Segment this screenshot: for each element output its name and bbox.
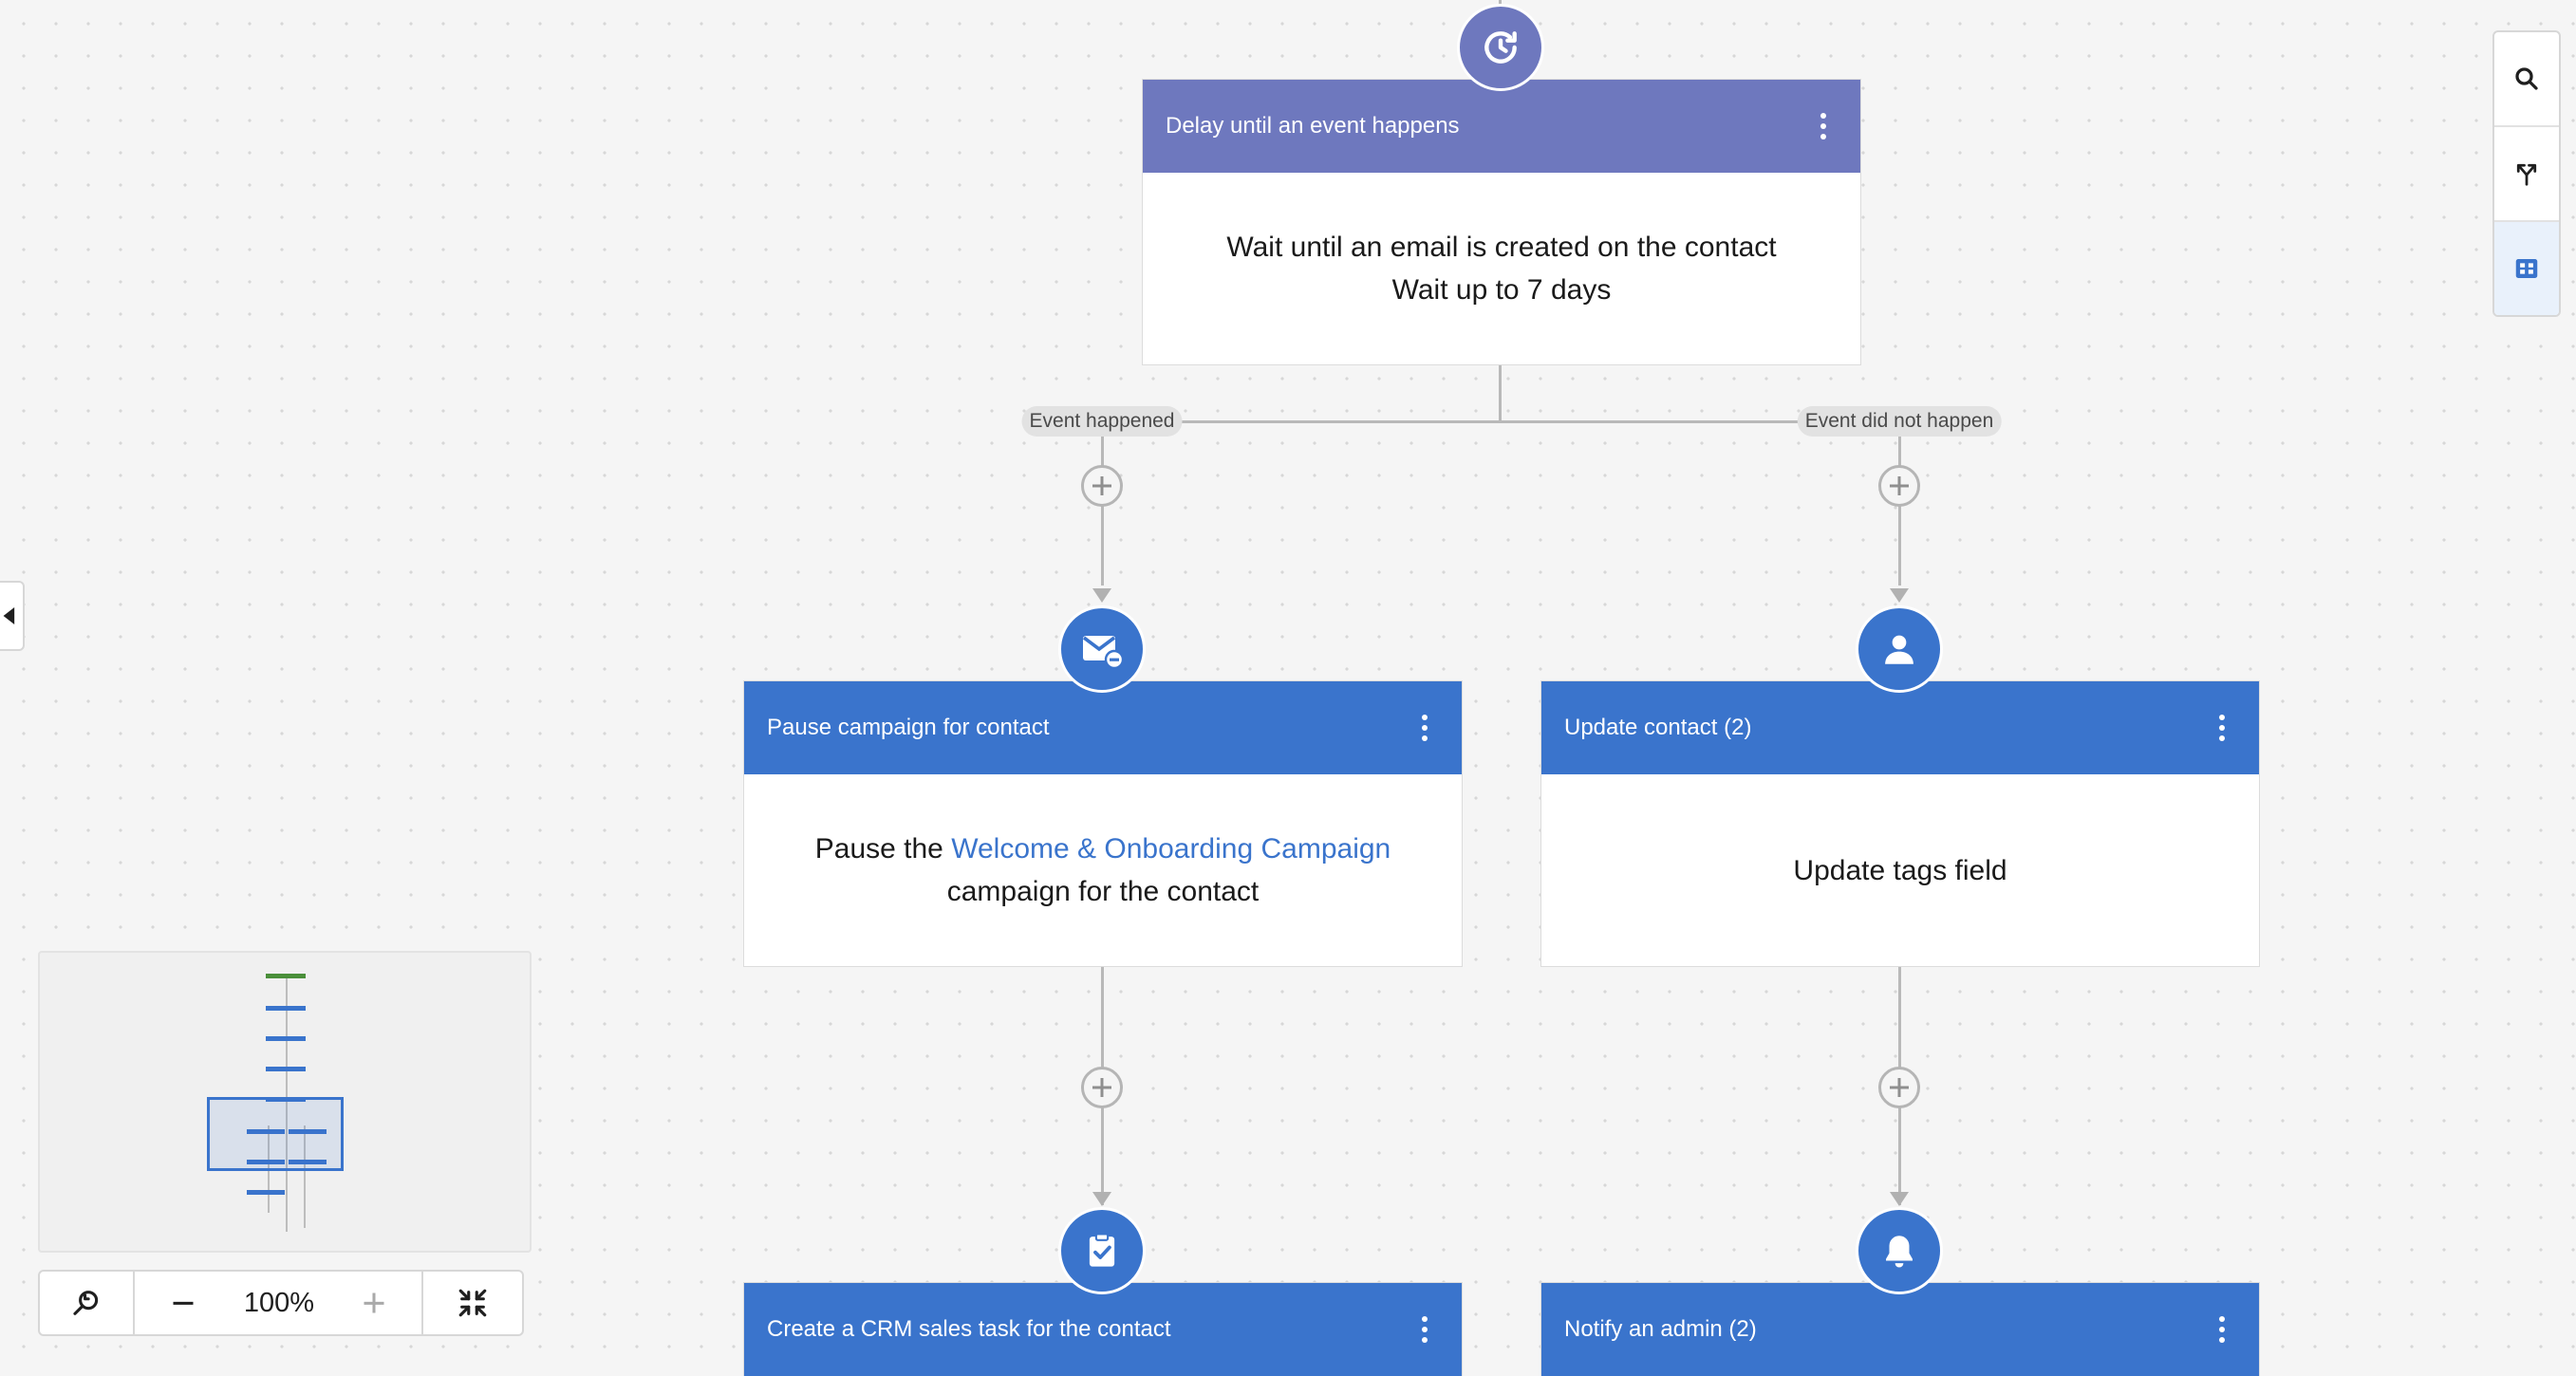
notify-admin-node-card[interactable]: Notify an admin (2) <box>1541 1283 2259 1376</box>
delay-node-title: Delay until an event happens <box>1166 113 1460 139</box>
zoom-in-button[interactable] <box>327 1272 421 1334</box>
connector-left-arrow <box>1092 588 1111 603</box>
bell-icon <box>1856 1207 1943 1294</box>
clock-rotate-icon <box>1457 4 1544 91</box>
notify-admin-node-title: Notify an admin (2) <box>1564 1316 1757 1342</box>
pause-campaign-node-card[interactable]: Pause campaign for contact Pause the Wel… <box>744 681 1462 966</box>
zoom-level: 100% <box>243 1287 315 1318</box>
delay-node-duration: Wait up to 7 days <box>1391 274 1612 306</box>
caret-left-icon <box>3 607 15 624</box>
email-pause-icon <box>1058 605 1146 693</box>
pause-campaign-prefix: Pause the <box>814 833 952 865</box>
search-icon <box>2515 67 2538 90</box>
minimap-viewport[interactable] <box>207 1097 344 1171</box>
update-contact-node-header[interactable]: Update contact (2) <box>1541 681 2259 774</box>
branch-view-button[interactable] <box>2494 127 2559 222</box>
kebab-menu-icon[interactable] <box>1410 707 1439 749</box>
minimap-trigger-bar <box>266 974 306 978</box>
pause-campaign-node-header[interactable]: Pause campaign for contact <box>744 681 1462 774</box>
minimap-node-bar <box>289 1129 327 1134</box>
minimap[interactable] <box>38 951 532 1253</box>
minimap-node-bar <box>247 1160 285 1164</box>
kebab-menu-icon[interactable] <box>1809 105 1838 147</box>
kebab-menu-icon[interactable] <box>2208 1309 2236 1350</box>
branch-label-event-happened: Event happened <box>1021 406 1183 437</box>
zoom-controls: 100% <box>38 1270 524 1336</box>
kebab-menu-icon[interactable] <box>2208 707 2236 749</box>
fit-to-screen-button[interactable] <box>423 1272 522 1334</box>
crm-task-node-header[interactable]: Create a CRM sales task for the contact <box>744 1283 1462 1376</box>
delay-node-body: Wait until an email is created on the co… <box>1143 173 1860 364</box>
delay-node-card[interactable]: Delay until an event happens Wait until … <box>1143 80 1860 364</box>
update-contact-node-body: Update tags field <box>1541 774 2259 966</box>
collapse-arrows-icon <box>458 1289 487 1317</box>
update-contact-description: Update tags field <box>1793 854 2007 886</box>
pause-campaign-node-body: Pause the Welcome & Onboarding Campaign … <box>744 774 1462 966</box>
delay-node-header[interactable]: Delay until an event happens <box>1143 80 1860 173</box>
connector-branch-horizontal <box>1101 420 1900 423</box>
update-contact-node-title: Update contact (2) <box>1564 715 1752 740</box>
pause-campaign-node-title: Pause campaign for contact <box>767 715 1050 740</box>
zoom-reset-icon <box>73 1291 99 1315</box>
minimap-line <box>286 977 288 1232</box>
person-icon <box>1856 605 1943 693</box>
minimap-node-bar <box>266 1006 306 1011</box>
grid-icon <box>2515 259 2538 278</box>
crm-task-node-title: Create a CRM sales task for the contact <box>767 1316 1171 1342</box>
add-step-button-left-lower[interactable] <box>1081 1067 1123 1108</box>
minimap-line <box>304 1125 306 1228</box>
connector-left-lower-arrow <box>1092 1192 1111 1206</box>
minimap-node-bar <box>289 1160 327 1164</box>
minimap-node-bar <box>247 1190 285 1195</box>
plus-icon <box>364 1292 384 1313</box>
branch-label-event-did-not-happen: Event did not happen <box>1797 406 2002 437</box>
connector-right-arrow <box>1890 588 1909 603</box>
delay-node-description: Wait until an email is created on the co… <box>1226 232 1777 263</box>
zoom-reset-button[interactable] <box>40 1272 133 1334</box>
minimap-node-bar <box>266 1067 306 1071</box>
canvas-toolbar <box>2492 30 2561 317</box>
minimap-node-bar <box>266 1036 306 1041</box>
connector-right-lower-arrow <box>1890 1192 1909 1206</box>
update-contact-node-card[interactable]: Update contact (2) Update tags field <box>1541 681 2259 966</box>
grid-view-button[interactable] <box>2494 222 2559 315</box>
clipboard-check-icon <box>1058 1207 1146 1294</box>
pause-campaign-suffix: campaign for the contact <box>946 876 1260 907</box>
add-step-button-right-upper[interactable] <box>1878 465 1920 507</box>
connector-delay-split <box>1499 365 1502 422</box>
kebab-menu-icon[interactable] <box>1410 1309 1439 1350</box>
campaign-link[interactable]: Welcome & Onboarding Campaign <box>951 833 1391 865</box>
branch-icon <box>2516 163 2537 186</box>
add-step-button-left-upper[interactable] <box>1081 465 1123 507</box>
connector-top <box>1499 0 1502 6</box>
crm-task-node-card[interactable]: Create a CRM sales task for the contact <box>744 1283 1462 1376</box>
minus-icon <box>173 1301 194 1305</box>
zoom-out-button[interactable] <box>135 1272 232 1334</box>
notify-admin-node-header[interactable]: Notify an admin (2) <box>1541 1283 2259 1376</box>
minimap-node-bar <box>247 1129 285 1134</box>
search-button[interactable] <box>2494 32 2559 127</box>
collapse-panel-button[interactable] <box>0 581 25 651</box>
add-step-button-right-lower[interactable] <box>1878 1067 1920 1108</box>
